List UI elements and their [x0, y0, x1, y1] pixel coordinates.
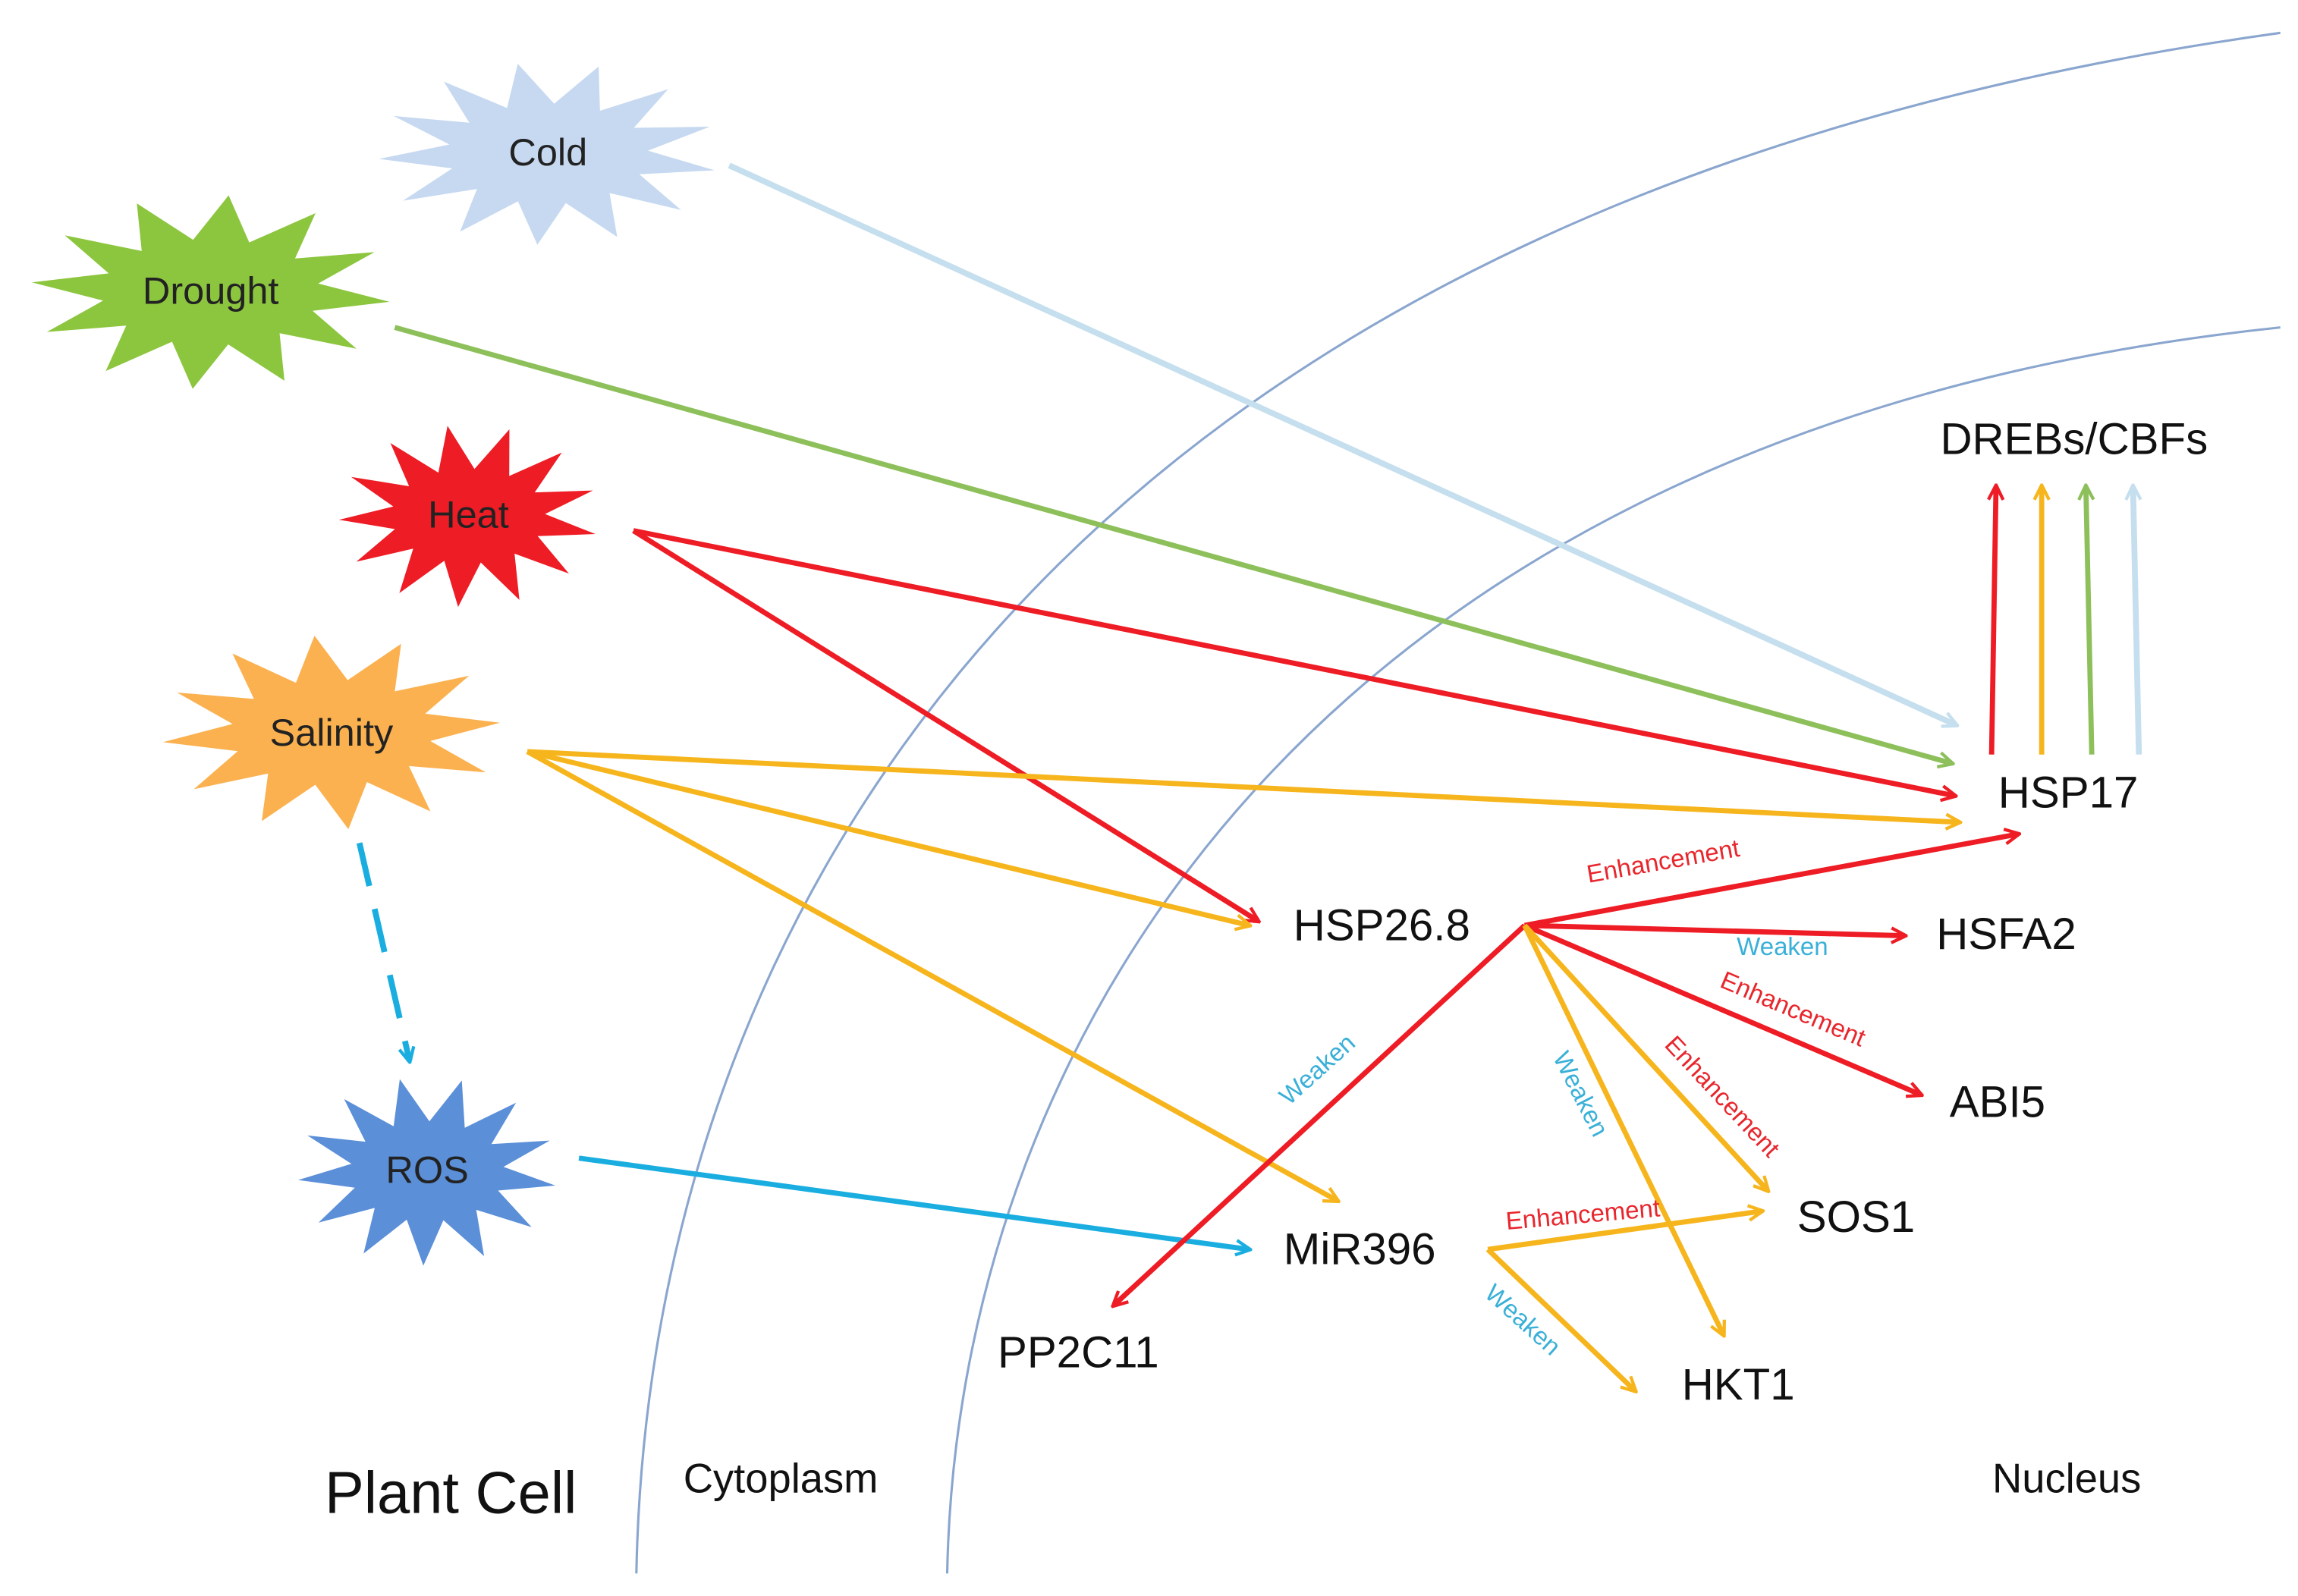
- hsp268-to-pp2c11-arrow: [1114, 923, 1526, 1305]
- drought-to-hsp17-arrow: [394, 325, 1951, 764]
- mir396-to-hkt1-arrow: [1485, 1247, 1635, 1390]
- hsp268-to-abi5-arrow: [1523, 922, 1921, 1095]
- ros-to-mir396-arrow: [578, 1155, 1249, 1249]
- gene-sos1: SOS1: [1797, 1192, 1915, 1242]
- gene-mir396: MiR396: [1284, 1225, 1436, 1274]
- heat-to-hsp268-arrow: [632, 528, 1258, 922]
- cold-label: Cold: [508, 130, 587, 174]
- salinity-to-ros-dashed-arrow: [356, 842, 410, 1060]
- cold-stress-burst: Cold: [379, 64, 715, 245]
- hsp268-to-hsp17-arrow: [1524, 834, 2018, 928]
- hsp17-to-dreb-lightblue-arrow: [2133, 486, 2139, 755]
- cell-membrane-curve: [635, 31, 2281, 1574]
- salinity-label: Salinity: [270, 711, 394, 754]
- drought-label: Drought: [143, 269, 279, 313]
- gene-pp2c11: PP2C11: [998, 1327, 1159, 1377]
- heat-to-hsp17-arrow: [633, 528, 1955, 796]
- heat-label: Heat: [428, 493, 509, 536]
- nucleus-label: Nucleus: [1992, 1455, 2141, 1501]
- hsp268-to-hkt1-arrow: [1522, 924, 1724, 1335]
- ros-label: ROS: [385, 1148, 468, 1192]
- edge-label-mir396-hkt1: Weaken: [1479, 1278, 1566, 1360]
- cold-to-hsp17-arrow: [728, 162, 1956, 725]
- hsp268-to-sos1-arrow: [1523, 923, 1768, 1191]
- edge-label-hsp268-pp2c11: Weaken: [1274, 1028, 1360, 1110]
- salinity-to-hsp268-arrow: [527, 749, 1249, 925]
- gene-abi5: ABI5: [1950, 1077, 2045, 1126]
- edge-label-hsp268-hsfa2: Weaken: [1737, 932, 1828, 960]
- nuclear-membrane-curve: [945, 326, 2281, 1574]
- ros-burst: ROS: [297, 1079, 556, 1266]
- gene-hsp17: HSP17: [1998, 768, 2139, 818]
- mir396-to-sos1-arrow: [1487, 1211, 1762, 1252]
- gene-hsp268: HSP26.8: [1294, 900, 1470, 950]
- gene-hsfa2: HSFA2: [1936, 910, 2076, 959]
- hsp268-to-hsfa2-arrow: [1524, 922, 1905, 936]
- gene-hkt1: HKT1: [1682, 1360, 1795, 1409]
- salinity-to-hsp17-arrow: [527, 749, 1959, 822]
- plant-cell-title: Plant Cell: [325, 1461, 577, 1526]
- hsp17-to-dreb-green-arrow: [2086, 486, 2092, 755]
- drought-stress-burst: Drought: [31, 195, 390, 389]
- cytoplasm-label: Cytoplasm: [684, 1455, 879, 1501]
- heat-stress-burst: Heat: [338, 426, 596, 608]
- salinity-stress-burst: Salinity: [162, 636, 501, 830]
- salinity-to-mir396-arrow: [526, 749, 1338, 1201]
- hsp17-to-dreb-red-arrow: [1991, 486, 1996, 755]
- edge-label-hsp268-hsp17: Enhancement: [1585, 834, 1742, 888]
- gene-dreb-cbfs: DREBs/CBFs: [1940, 415, 2208, 464]
